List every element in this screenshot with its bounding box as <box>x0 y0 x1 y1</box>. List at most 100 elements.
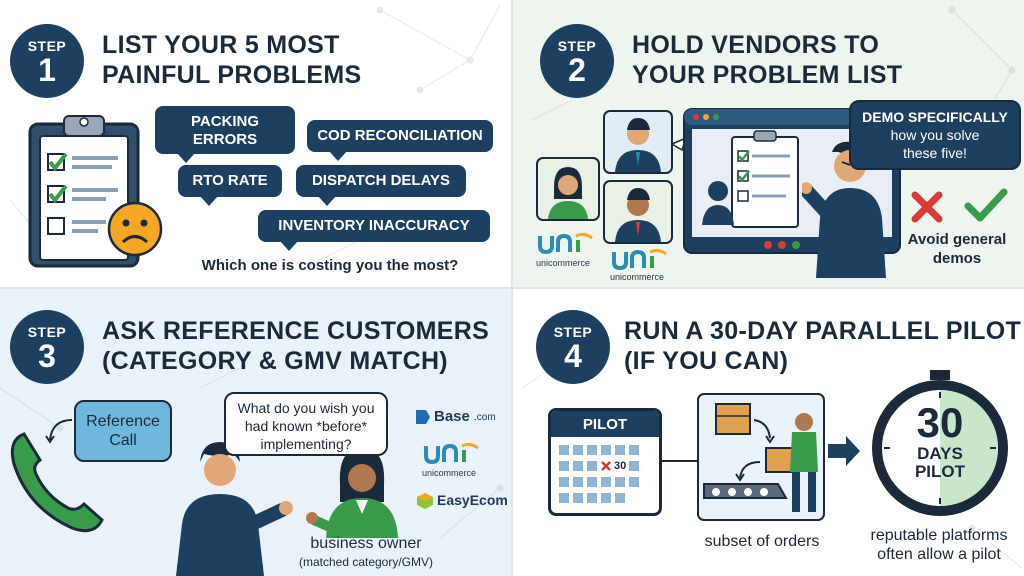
curved-arrow-icon <box>45 419 73 444</box>
step-number: 1 <box>38 52 56 88</box>
unicommerce-text: unicommerce <box>422 468 477 478</box>
caption-line: Avoid general <box>907 231 1007 248</box>
reputable-platforms-caption: reputable platforms often allow a pilot <box>858 526 1020 564</box>
business-owner-icon <box>306 448 398 538</box>
step1-panel: STEP 1 LIST YOUR 5 MOST PAINFUL PROBLEMS… <box>0 0 512 288</box>
calendar-icon: PILOT 30 <box>548 408 662 516</box>
conveyor-icon <box>697 393 825 521</box>
title-line: HOLD VENDORS TO <box>632 31 880 59</box>
subset-of-orders-caption: subset of orders <box>704 533 820 550</box>
step3-badge: STEP 3 <box>10 310 84 384</box>
call-line: Call <box>109 432 137 449</box>
speech-line: DEMO SPECIFICALLY <box>862 109 1008 125</box>
step-label: STEP <box>553 324 593 340</box>
caption-line: (matched category/GMV) <box>298 555 434 569</box>
step3-title: ASK REFERENCE CUSTOMERS (CATEGORY & GMV … <box>102 316 489 376</box>
call-line: Reference <box>86 413 160 430</box>
tag-line: PACKING <box>190 113 260 130</box>
tag-line: COD RECONCILIATION <box>317 127 483 144</box>
calendar-marked-day: 30 <box>614 460 627 472</box>
step4-badge: STEP 4 <box>536 310 610 384</box>
speech-line: implementing? <box>260 436 352 452</box>
timer-days-label: DAYS <box>917 444 963 463</box>
arrow-right-icon <box>828 436 860 466</box>
speech-line: had known *before* <box>244 418 368 434</box>
step-number: 3 <box>38 338 56 374</box>
tag-line: RTO RATE <box>192 172 268 189</box>
network-background <box>0 367 504 539</box>
clipboard-checklist-icon <box>28 115 140 268</box>
tag-line: DISPATCH DELAYS <box>311 172 451 189</box>
caption-line: demos <box>932 250 982 267</box>
business-owner-caption: business owner (matched category/GMV) <box>288 534 444 572</box>
unicommerce-logo-2: unicommerce <box>610 248 672 288</box>
speech-line: these five! <box>903 145 967 161</box>
step-number: 2 <box>568 52 586 88</box>
step4-panel: STEP 4 RUN A 30-DAY PARALLEL PILOT (IF Y… <box>512 288 1024 576</box>
speech-line: how you solve <box>890 127 980 143</box>
title-line: YOUR PROBLEM LIST <box>632 61 903 89</box>
vendor-avatar-woman <box>536 157 600 221</box>
step2-title: HOLD VENDORS TO YOUR PROBLEM LIST <box>632 30 902 90</box>
unicommerce-text: unicommerce <box>536 258 591 268</box>
caption-line: reputable platforms <box>870 527 1008 544</box>
base-brand-text: Base <box>434 408 470 425</box>
step3-panel: STEP 3 ASK REFERENCE CUSTOMERS (CATEGORY… <box>0 288 512 576</box>
caption-line: business owner <box>310 535 422 552</box>
title-line: ASK REFERENCE CUSTOMERS <box>102 317 490 345</box>
avoid-general-demos: Avoid general demos <box>898 230 1016 268</box>
person-asking-icon <box>176 442 293 576</box>
step1-badge: STEP 1 <box>10 24 84 98</box>
title-line: (IF YOU CAN) <box>624 347 789 375</box>
step1-title: LIST YOUR 5 MOST PAINFUL PROBLEMS <box>102 30 361 90</box>
connector-line <box>660 460 700 462</box>
check-mark-icon <box>964 188 1008 222</box>
calendar-header <box>551 411 659 437</box>
tag-dispatch-delays: DISPATCH DELAYS <box>296 165 466 206</box>
question-speech-bubble: What do you wish you had known *before* … <box>224 392 388 456</box>
title-line: RUN A 30-DAY PARALLEL PILOT <box>624 317 1022 345</box>
tag-cod-reconciliation: COD RECONCILIATION <box>307 120 493 161</box>
unicommerce-mark-icon <box>424 442 479 465</box>
tag-rto-rate: RTO RATE <box>178 165 282 206</box>
tag-packing-errors: PACKING ERRORS <box>155 106 295 163</box>
speech-line: What do you wish you <box>237 400 375 416</box>
title-line: (CATEGORY & GMV MATCH) <box>102 347 448 375</box>
video-call-window-icon <box>683 108 901 254</box>
easyecom-brand-text: EasyEcom <box>437 492 508 508</box>
vendor-avatar-man-2 <box>603 180 673 244</box>
unicommerce-logo-1: unicommerce <box>536 232 598 272</box>
question-text: Which one is costing you the most? <box>201 257 459 274</box>
title-line: PAINFUL PROBLEMS <box>102 61 362 89</box>
calendar-title: PILOT <box>582 416 628 433</box>
stopwatch-icon <box>872 370 1008 516</box>
sad-face-icon <box>107 201 163 257</box>
title-line: LIST YOUR 5 MOST <box>102 31 340 59</box>
base-mark-icon <box>416 410 430 424</box>
demo-speech-bubble: DEMO SPECIFICALLY how you solve these fi… <box>849 100 1021 170</box>
unicommerce-mark-icon <box>612 248 667 271</box>
step-label: STEP <box>557 38 597 54</box>
unicommerce-mark-icon <box>538 232 593 255</box>
tag-line: ERRORS <box>192 131 258 148</box>
vendor-avatar-man-1 <box>603 110 673 174</box>
tag-inventory-inaccuracy: INVENTORY INACCURACY <box>258 210 490 251</box>
base-brand-suffix: .com <box>474 412 496 423</box>
calendar-grid <box>559 445 639 503</box>
base-logo: Base .com <box>414 404 510 430</box>
step2-panel: STEP 2 HOLD VENDORS TO YOUR PROBLEM LIST <box>512 0 1024 288</box>
step4-title: RUN A 30-DAY PARALLEL PILOT (IF YOU CAN) <box>624 316 1021 376</box>
reference-call-bubble: Reference Call <box>74 400 172 462</box>
phone-icon <box>10 432 104 533</box>
cross-mark-icon <box>911 191 943 223</box>
step2-badge: STEP 2 <box>540 24 614 98</box>
easyecom-mark-icon <box>417 493 433 509</box>
unicommerce-text: unicommerce <box>610 272 665 282</box>
unicommerce-brand-logo: unicommerce <box>420 442 500 482</box>
step-label: STEP <box>27 324 67 340</box>
step-label: STEP <box>27 38 67 54</box>
caption-line: often allow a pilot <box>877 546 1001 563</box>
horizontal-divider <box>0 287 1024 289</box>
easyecom-logo: EasyEcom <box>416 490 510 512</box>
network-background <box>9 4 501 271</box>
